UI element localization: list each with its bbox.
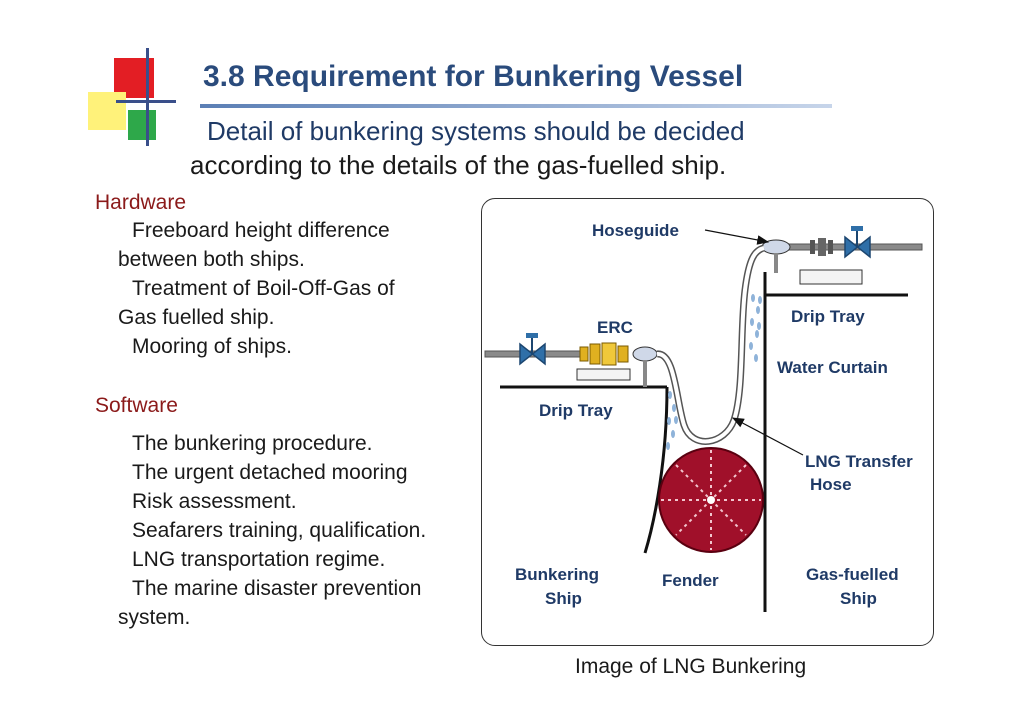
logo-yellow-square <box>88 92 126 130</box>
logo-vertical-line <box>146 48 149 146</box>
left-valve-icon <box>519 333 546 366</box>
label-gas-ship-line1: Gas-fuelled <box>806 565 899 584</box>
label-gas-ship-line2: Ship <box>840 589 877 608</box>
lng-hose-inner <box>656 246 765 444</box>
subtitle-line-2: according to the details of the gas-fuel… <box>190 150 727 180</box>
water-curtain-icon <box>666 294 762 450</box>
right-drip-tray-box <box>799 269 863 285</box>
software-line: The marine disaster prevention <box>132 577 422 600</box>
hardware-line: Mooring of ships. <box>132 335 292 358</box>
logo-horizontal-line <box>116 100 176 103</box>
label-bunkering-ship-line1: Bunkering <box>515 565 599 584</box>
software-line: The urgent detached mooring <box>132 461 408 484</box>
label-bunkering-ship-line2: Ship <box>545 589 582 608</box>
software-line: system. <box>118 606 191 629</box>
left-hoseguide-icon <box>632 346 658 362</box>
label-drip-tray-left: Drip Tray <box>539 401 613 420</box>
label-drip-tray-right: Drip Tray <box>791 307 865 326</box>
software-heading: Software <box>95 394 178 417</box>
hardware-line: Treatment of Boil-Off-Gas of <box>132 277 395 300</box>
fender-icon <box>658 447 764 553</box>
slide-title: 3.8 Requirement for Bunkering Vessel <box>203 60 744 93</box>
label-lng-hose-line2: Hose <box>810 475 852 494</box>
label-hoseguide: Hoseguide <box>592 221 679 240</box>
lng-hose-arrow <box>731 417 804 456</box>
right-valve-icon <box>844 226 871 259</box>
diagram-frame <box>481 198 934 646</box>
left-drip-tray-box <box>576 368 631 381</box>
hardware-line: Freeboard height difference <box>132 219 390 242</box>
label-fender: Fender <box>662 571 719 590</box>
left-hoseguide-post <box>643 360 647 387</box>
label-water-curtain: Water Curtain <box>777 358 888 377</box>
hardware-heading: Hardware <box>95 191 187 214</box>
hardware-line: between both ships. <box>118 248 305 271</box>
bunkering-ship-hull <box>643 386 669 554</box>
software-line: Risk assessment. <box>132 490 297 513</box>
software-line: LNG transportation regime. <box>132 548 386 571</box>
right-flange-icon <box>810 238 833 256</box>
title-underline <box>200 104 832 108</box>
hardware-line: Gas fuelled ship. <box>118 306 275 329</box>
subtitle-line-1: Detail of bunkering systems should be de… <box>207 116 745 147</box>
diagram-caption: Image of LNG Bunkering <box>575 655 807 678</box>
right-hoseguide-post <box>774 253 778 273</box>
software-line: The bunkering procedure. <box>132 432 373 455</box>
logo-green-square <box>128 110 156 140</box>
software-line: Seafarers training, qualification. <box>132 519 427 542</box>
subtitle-text-1: Detail of bunkering systems should be de… <box>207 116 745 146</box>
erc-coupling-icon <box>579 342 629 366</box>
hoseguide-arrow <box>704 229 770 245</box>
label-erc: ERC <box>597 318 633 337</box>
label-lng-hose-line1: LNG Transfer <box>805 452 913 471</box>
